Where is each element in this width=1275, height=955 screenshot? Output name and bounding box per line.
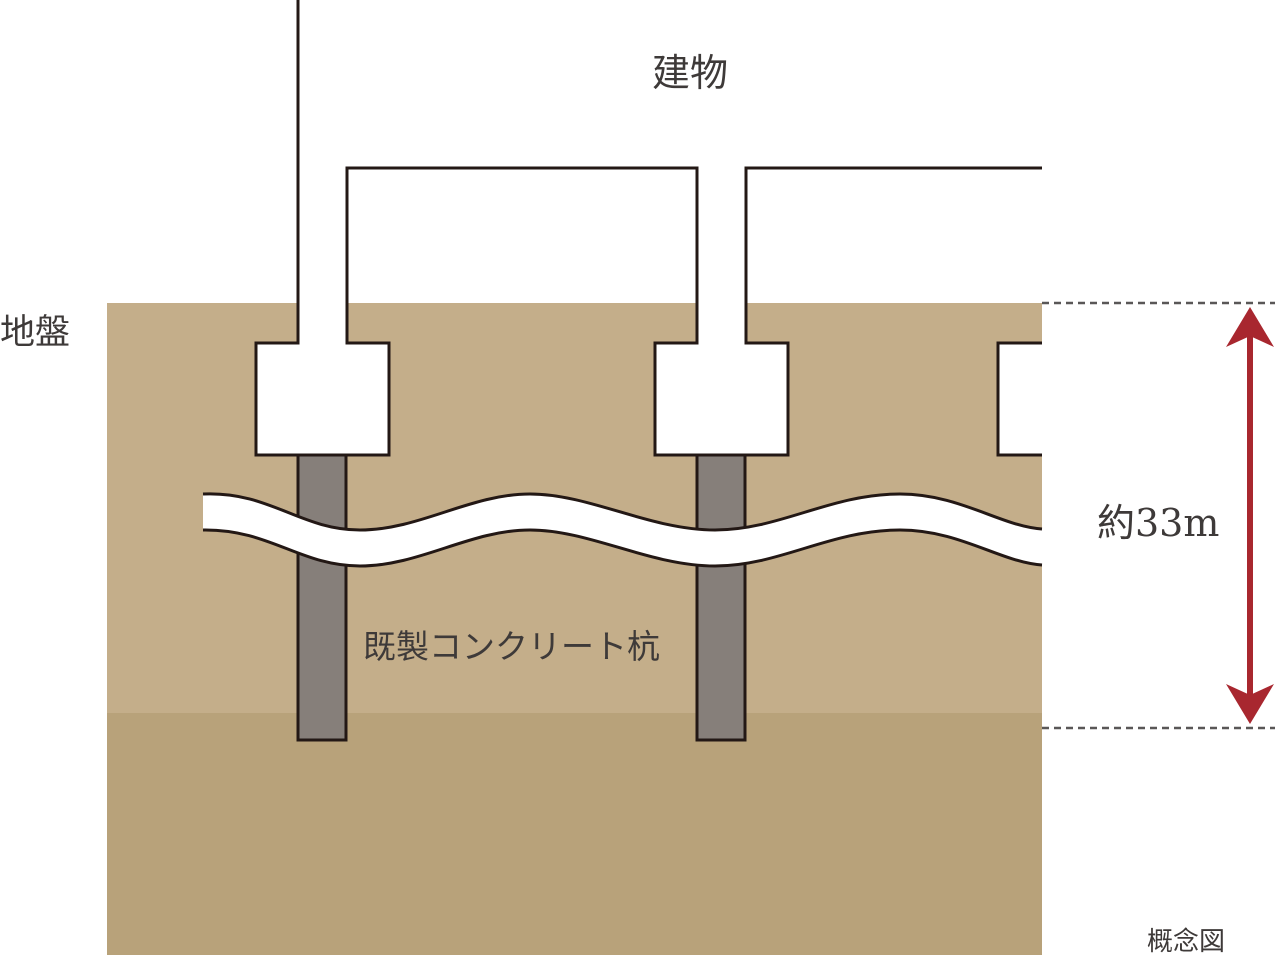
pile-label: 既製コンクリート杭	[363, 627, 660, 666]
building-label: 建物	[652, 51, 728, 95]
building-foundation	[256, 0, 1042, 455]
depth-arrow-head-top	[1226, 307, 1274, 347]
wave-break-bottom-line	[202, 528, 1043, 568]
footing-right-partial	[997, 343, 1042, 455]
wave-break-top-line	[202, 492, 1043, 532]
ground-lower-layer	[107, 713, 1042, 955]
ground-label: 地盤	[0, 313, 70, 353]
wave-break-band	[203, 493, 1042, 566]
concept-note-label: 概念図	[1147, 927, 1225, 955]
building-foundation-outline	[254, 0, 1042, 457]
depth-label: 約33m	[1097, 501, 1219, 545]
footing-right-partial-outline	[996, 341, 1042, 457]
pile-middle	[695, 453, 747, 742]
pile-left	[296, 453, 348, 742]
depth-arrow-head-bottom	[1226, 684, 1274, 724]
